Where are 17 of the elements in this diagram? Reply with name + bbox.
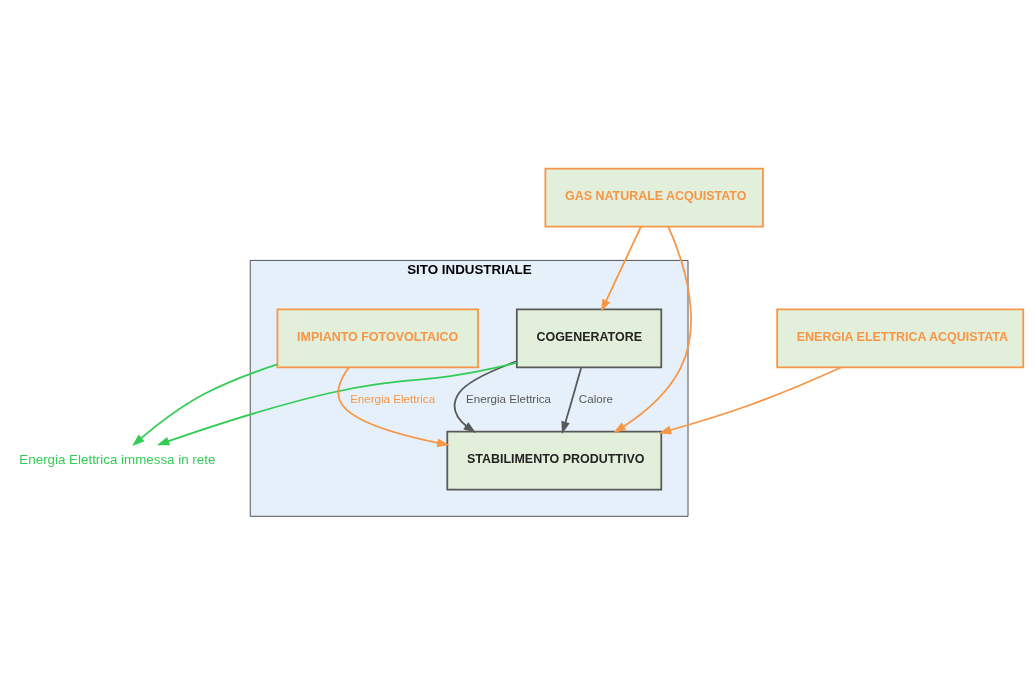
arrow: [337, 366, 450, 448]
arrow: [601, 225, 642, 312]
arrow: [132, 363, 279, 447]
edge-label: Energia Elettrica: [466, 392, 552, 405]
node-box: GAS NATURALE ACQUISTATO: [544, 167, 764, 228]
node-text: Energia Elettrica immessa in rete: [19, 451, 216, 467]
node-box: COGENERATORE: [515, 308, 663, 369]
node-box: IMPIANTO FOTOVOLTAICO: [276, 308, 479, 369]
arrow: [453, 360, 518, 434]
arrow: [658, 366, 842, 435]
arrow: [561, 366, 583, 434]
node-box: ENERGIA ELETTRICA ACQUISTATA: [776, 308, 1025, 369]
arrow: [156, 361, 518, 446]
edge-label: Calore: [578, 392, 613, 405]
node-box: STABILIMENTO PRODUTTIVO: [446, 430, 663, 491]
arrow: [613, 225, 692, 433]
edge-label: Energia Elettrica: [350, 392, 436, 405]
